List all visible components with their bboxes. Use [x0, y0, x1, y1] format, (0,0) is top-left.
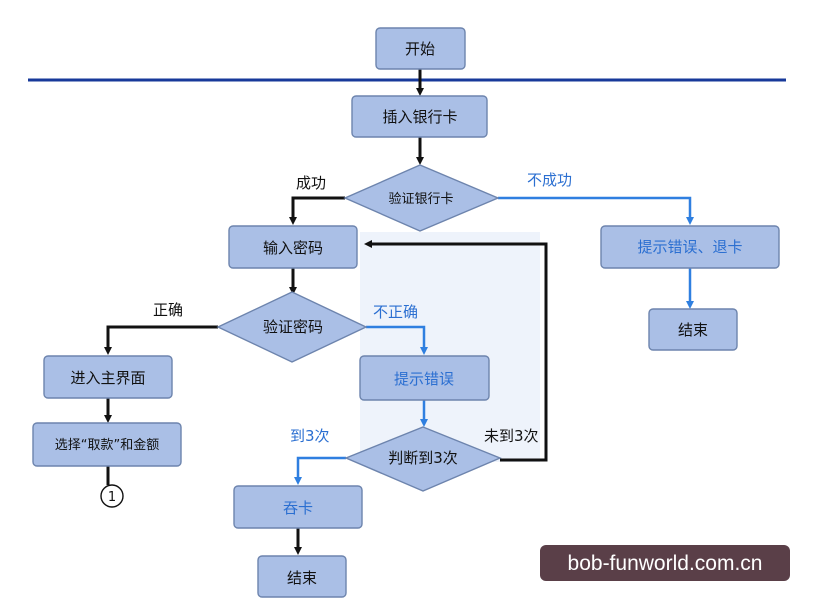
- node-show-error-eject-label: 提示错误、退卡: [637, 238, 742, 256]
- node-verify-password-label: 验证密码: [263, 318, 323, 336]
- watermark-badge: bob-funworld.com.cn: [540, 545, 790, 581]
- node-connector: 1: [100, 484, 124, 508]
- node-verify-card-label: 验证银行卡: [388, 191, 453, 207]
- node-connector-label: 1: [108, 490, 116, 505]
- watermark-text: bob-funworld.com.cn: [568, 552, 763, 575]
- arrow-loop-back: [364, 240, 548, 462]
- loop-shade: [360, 232, 540, 462]
- node-verify-card: 验证银行卡: [343, 164, 500, 232]
- node-end-bottom-label: 结束: [287, 569, 317, 587]
- node-check-three: 判断到3次: [344, 426, 502, 492]
- arrow-verify-success: [289, 196, 345, 225]
- node-enter-main: 进入主界面: [43, 355, 173, 399]
- node-swallow-card-label: 吞卡: [283, 499, 313, 517]
- arrow-verify-fail: [498, 196, 694, 225]
- node-end-right-label: 结束: [678, 321, 708, 339]
- label-not-reached-three: 未到3次: [484, 427, 539, 445]
- node-start: 开始: [375, 27, 466, 70]
- node-show-error-label: 提示错误: [394, 370, 454, 388]
- arrow-verify-correct: [104, 325, 218, 355]
- label-fail: 不成功: [527, 171, 572, 189]
- label-incorrect: 不正确: [373, 303, 418, 321]
- arrow-check-reached: [294, 456, 346, 485]
- label-success: 成功: [296, 174, 326, 192]
- node-enter-main-label: 进入主界面: [70, 369, 145, 387]
- node-select-withdraw: 选择“取款”和金额: [32, 422, 182, 467]
- label-reached-three: 到3次: [290, 427, 330, 445]
- node-check-three-label: 判断到3次: [388, 449, 458, 467]
- node-start-label: 开始: [405, 40, 435, 58]
- node-end-bottom: 结束: [257, 555, 347, 598]
- node-verify-password: 验证密码: [216, 291, 368, 363]
- node-swallow-card: 吞卡: [233, 485, 363, 529]
- node-enter-password-label: 输入密码: [263, 239, 323, 257]
- node-enter-password: 输入密码: [228, 225, 358, 269]
- node-end-right: 结束: [648, 308, 738, 351]
- node-insert-card: 插入银行卡: [351, 95, 488, 138]
- label-correct: 正确: [153, 301, 183, 319]
- arrow-verify-incorrect: [366, 325, 428, 355]
- node-show-error-eject: 提示错误、退卡: [600, 225, 780, 269]
- node-insert-card-label: 插入银行卡: [382, 108, 457, 126]
- node-show-error: 提示错误: [359, 355, 490, 401]
- node-select-withdraw-label: 选择“取款”和金额: [55, 437, 159, 453]
